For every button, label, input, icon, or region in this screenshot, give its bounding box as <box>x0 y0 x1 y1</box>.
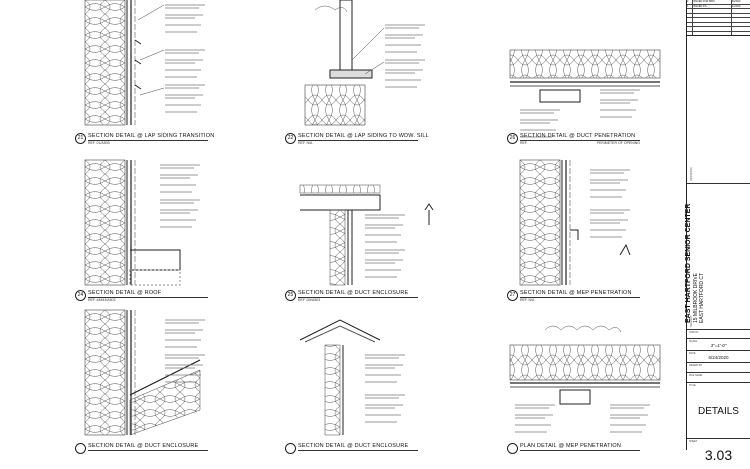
detail-ref: REF. 01/A503 <box>88 141 110 145</box>
detail-number-bubble <box>75 443 86 454</box>
detail-title-text: SECTION DETAIL @ ROOF <box>88 290 208 298</box>
sheet-title: DETAILS <box>698 406 739 417</box>
detail-title-bottom-1: SECTION DETAIL @ DUCT ENCLOSURE <box>75 443 208 454</box>
detail-number-bubble: 27 <box>507 290 518 301</box>
detail-title-bottom-2: SECTION DETAIL @ DUCT ENCLOSURE <box>285 443 418 454</box>
detail-title-text: SECTION DETAIL @ DUCT PENETRATION <box>520 133 640 141</box>
detail-ref: REF. <box>520 141 528 145</box>
detail-ref: REF. D5/A503 <box>298 298 321 302</box>
detail-number-bubble: 21 <box>75 133 86 144</box>
detail-title-text: SECTION DETAIL @ MEP PENETRATION <box>520 290 640 298</box>
detail-number-bubble: 24 <box>75 290 86 301</box>
detail-title-bottom-3: PLAN DETAIL @ MEP PENETRATION <box>507 443 640 454</box>
detail-title-26: 26 SECTION DETAIL @ DUCT PENETRATION REF… <box>507 133 640 145</box>
detail-ref: REF. N/A <box>298 141 313 145</box>
detail-number-bubble <box>507 443 518 454</box>
detail-number-bubble: 26 <box>507 133 518 144</box>
job-number-field: JOB NO. <box>687 330 750 339</box>
detail-ref: REF. N/A <box>520 298 535 302</box>
drawing-sheet: 21 SECTION DETAIL @ LAP SIDING TRANSITIO… <box>75 0 750 463</box>
revisions-area: REVISIONS <box>687 36 750 184</box>
detail-title-text: SECTION DETAIL @ DUCT ENCLOSURE <box>298 290 418 298</box>
detail-title-27: 27 SECTION DETAIL @ MEP PENETRATION REF.… <box>507 290 640 302</box>
detail-note: PERIMETER OF OPENING <box>596 141 640 145</box>
project-address-2: EAST HARTFORD CT <box>699 272 705 323</box>
detail-title-24: 24 SECTION DETAIL @ ROOF REF. #4843/A503 <box>75 290 208 302</box>
detail-title-text: SECTION DETAIL @ LAP SIDING TO WDW. SILL <box>298 133 429 141</box>
detail-number-bubble <box>285 443 296 454</box>
detail-title-25: 25 SECTION DETAIL @ DUCT ENCLOSURE REF. … <box>285 290 418 302</box>
detail-ref: REF. #4843/A503 <box>88 298 116 302</box>
detail-title-21: 21 SECTION DETAIL @ LAP SIDING TRANSITIO… <box>75 133 215 145</box>
detail-drawings <box>84 0 661 436</box>
sheet-number: 3.03 <box>704 447 733 463</box>
drawn-by-field: DRAWN BY <box>687 363 750 373</box>
detail-number-bubble: 22 <box>285 133 296 144</box>
detail-title-22: 22 SECTION DETAIL @ LAP SIDING TO WDW. S… <box>285 133 429 145</box>
detail-number-bubble: 25 <box>285 290 296 301</box>
project-name: EAST HARTFORD SENIOR CENTER <box>685 203 692 323</box>
project-info: PROJECT EAST HARTFORD SENIOR CENTER 15 M… <box>685 184 750 330</box>
file-name-field: FILE NAME <box>687 373 750 383</box>
detail-title-text: SECTION DETAIL @ LAP SIDING TRANSITION <box>88 133 215 141</box>
